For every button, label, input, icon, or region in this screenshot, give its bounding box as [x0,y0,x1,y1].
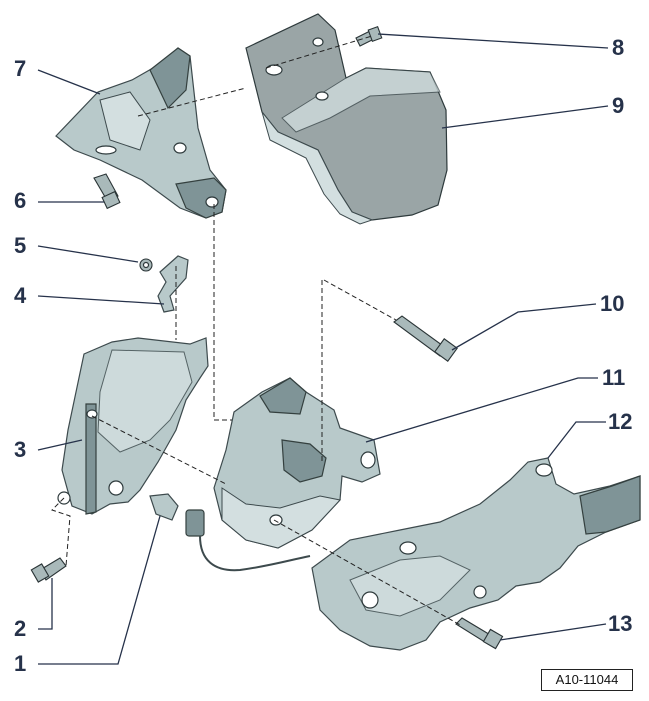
callout-13: 13 [608,611,633,636]
heat-shield-part-3 [57,337,209,515]
callout-3: 3 [14,437,27,462]
callout-10: 10 [600,291,625,316]
callout-6: 6 [14,188,27,213]
figure-reference-code: A10-11044 [541,669,633,691]
callout-4: 4 [14,283,27,308]
bolt-part-2 [30,557,67,583]
bolt-part-6 [93,173,121,210]
callout-1: 1 [14,651,27,676]
callout-8: 8 [612,35,625,60]
bolt-part-13 [455,617,504,650]
callout-2: 2 [14,616,27,641]
heat-shield-part-9 [245,13,448,225]
nut-part-5 [139,258,153,272]
subframe-part-12 [311,457,641,651]
sensor-part-1 [149,493,311,572]
bracket-part-7 [55,47,227,219]
callout-5: 5 [14,233,27,258]
engine-mount-part-11 [213,377,381,549]
bolt-part-10 [393,315,458,362]
callout-9: 9 [612,93,625,118]
callout-7: 7 [14,56,27,81]
bolt-part-8 [355,25,383,47]
assembly-axes [51,35,463,627]
clip-part-4 [157,255,189,313]
callout-12: 12 [608,409,633,434]
callout-11: 11 [602,365,626,390]
leader-lines [37,33,609,665]
